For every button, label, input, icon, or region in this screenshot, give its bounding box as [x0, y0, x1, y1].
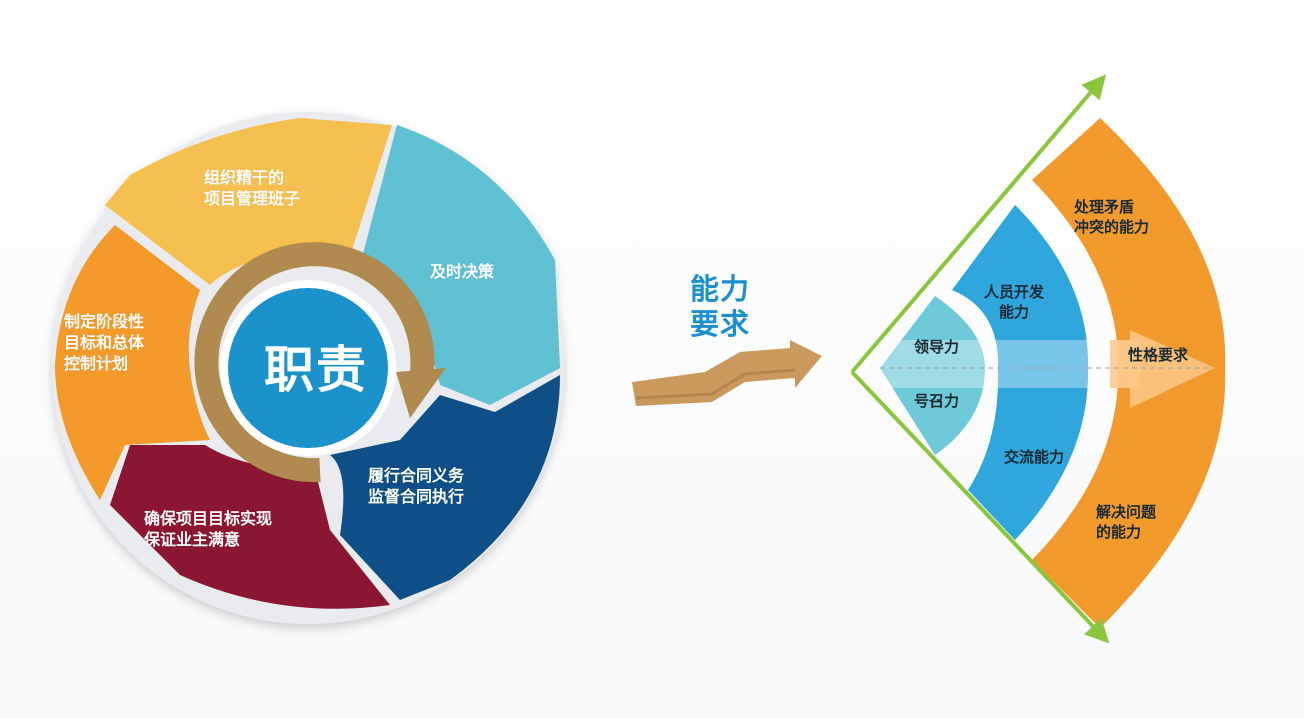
- requirement-arrow: [632, 340, 822, 406]
- band-inner: [880, 296, 985, 455]
- segment-contract: [330, 375, 560, 600]
- segment-decision: [360, 125, 560, 405]
- segment-goal: [110, 445, 390, 609]
- center-title: 职责: [264, 341, 368, 399]
- center-circle: [228, 288, 388, 448]
- cycle-ring-arrow: [194, 242, 446, 483]
- segment-plan: [55, 225, 210, 500]
- axis-upper: [850, 74, 1107, 374]
- ability-fan: [850, 74, 1226, 644]
- axis-lower: [850, 370, 1110, 644]
- band-middle: [952, 205, 1089, 540]
